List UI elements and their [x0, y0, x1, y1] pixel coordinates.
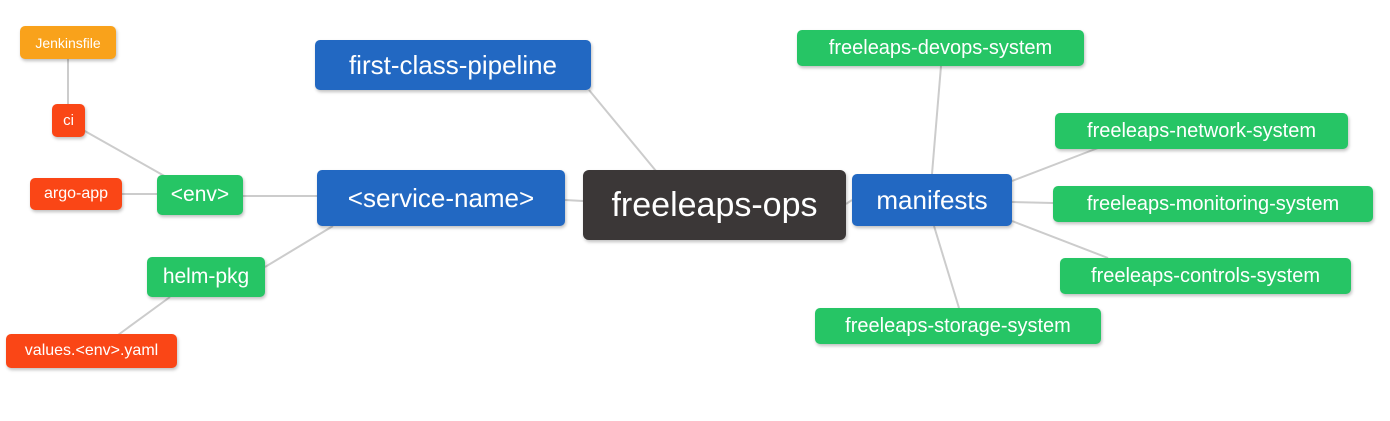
node-freeleaps-controls-system[interactable]: freeleaps-controls-system — [1060, 258, 1351, 294]
node-manifests[interactable]: manifests — [852, 174, 1012, 226]
edge-manifests-storage — [933, 225, 960, 309]
node-freeleaps-monitoring-system[interactable]: freeleaps-monitoring-system — [1053, 186, 1373, 222]
edge-manifests-controls — [1011, 220, 1109, 259]
edge-pipeline-root — [588, 89, 657, 172]
node-jenkinsfile[interactable]: Jenkinsfile — [20, 26, 116, 59]
node-argo-app[interactable]: argo-app — [30, 178, 122, 210]
edge-manifests-monitoring — [1011, 201, 1054, 204]
edge-service-name-root — [564, 199, 584, 202]
node-env[interactable]: <env> — [157, 175, 243, 215]
node-freeleaps-devops-system[interactable]: freeleaps-devops-system — [797, 30, 1084, 66]
node-freeleaps-ops-root[interactable]: freeleaps-ops — [583, 170, 846, 240]
edge-manifests-devops — [931, 65, 942, 175]
node-freeleaps-storage-system[interactable]: freeleaps-storage-system — [815, 308, 1101, 344]
edge-helm-pkg-values — [117, 296, 171, 336]
edge-manifests-network — [1011, 147, 1099, 182]
node-service-name[interactable]: <service-name> — [317, 170, 565, 226]
node-ci[interactable]: ci — [52, 104, 85, 137]
edge-ci-env — [82, 129, 169, 179]
node-freeleaps-network-system[interactable]: freeleaps-network-system — [1055, 113, 1348, 149]
edge-service-name-helm-pkg — [264, 225, 334, 268]
node-values-env-yaml[interactable]: values.<env>.yaml — [6, 334, 177, 368]
node-helm-pkg[interactable]: helm-pkg — [147, 257, 265, 297]
edge-root-manifests — [845, 199, 853, 205]
node-first-class-pipeline[interactable]: first-class-pipeline — [315, 40, 591, 90]
